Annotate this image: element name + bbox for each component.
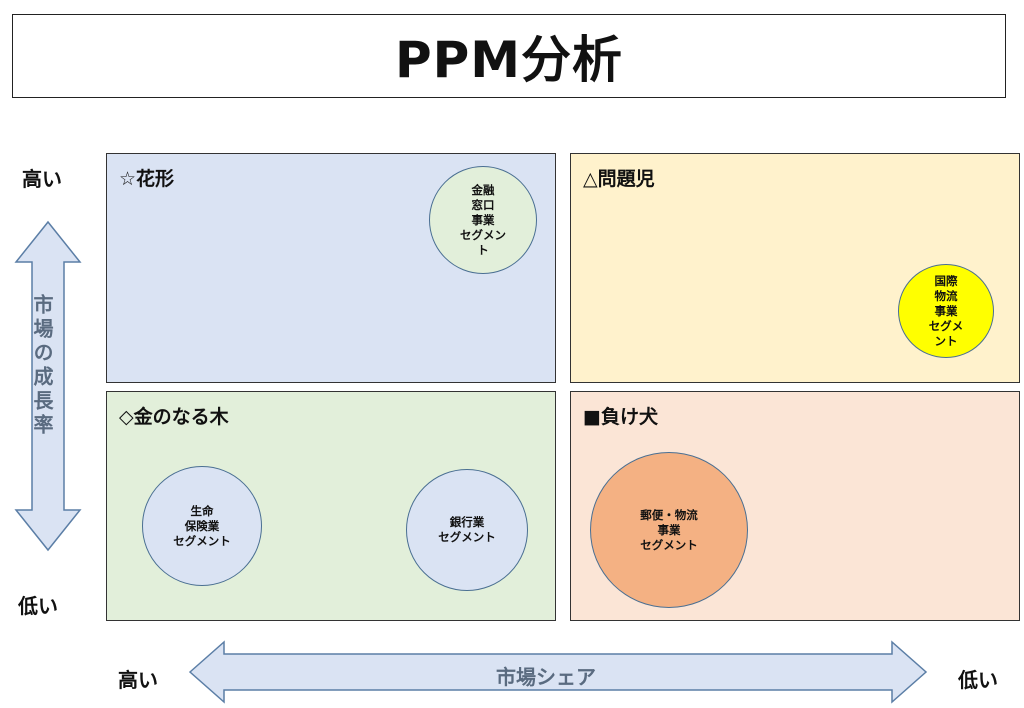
quadrant-cashcow-label: ◇金のなる木 xyxy=(119,406,229,428)
segment-intl-logistics-bubble: 国際 物流 事業 セグメ ント xyxy=(898,264,994,358)
segment-finance-window-label: 金融 窓口 事業 セグメン ト xyxy=(460,182,506,257)
segment-intl-logistics-label: 国際 物流 事業 セグメ ント xyxy=(928,273,964,348)
page-title: PPM分析 xyxy=(394,31,624,89)
y-axis-low-label: 低い xyxy=(18,594,58,618)
segment-finance-window-bubble: 金融 窓口 事業 セグメン ト xyxy=(429,166,537,274)
y-axis-high-label: 高い xyxy=(22,167,62,191)
y-axis-title: 市場の成長率 xyxy=(30,294,54,438)
quadrant-question-label: △問題児 xyxy=(583,168,655,190)
quadrant-star-label: ☆花形 xyxy=(119,168,175,190)
quadrant-dog-label: ■負け犬 xyxy=(583,406,658,428)
segment-banking-label: 銀行業 セグメント xyxy=(438,515,496,544)
title-box: PPM分析 xyxy=(12,14,1006,98)
segment-banking-bubble: 銀行業 セグメント xyxy=(406,469,528,591)
segment-postal-logistics-bubble: 郵便・物流 事業 セグメント xyxy=(590,452,748,608)
vertical-double-arrow xyxy=(14,220,82,552)
x-axis-high-label: 高い xyxy=(118,668,158,692)
x-axis-low-label: 低い xyxy=(958,668,998,692)
segment-life-insurance-bubble: 生命 保険業 セグメント xyxy=(142,466,262,586)
horizontal-double-arrow xyxy=(188,640,928,704)
x-axis-title: 市場シェア xyxy=(496,665,596,689)
segment-life-insurance-label: 生命 保険業 セグメント xyxy=(173,503,231,548)
segment-postal-logistics-label: 郵便・物流 事業 セグメント xyxy=(640,507,698,552)
